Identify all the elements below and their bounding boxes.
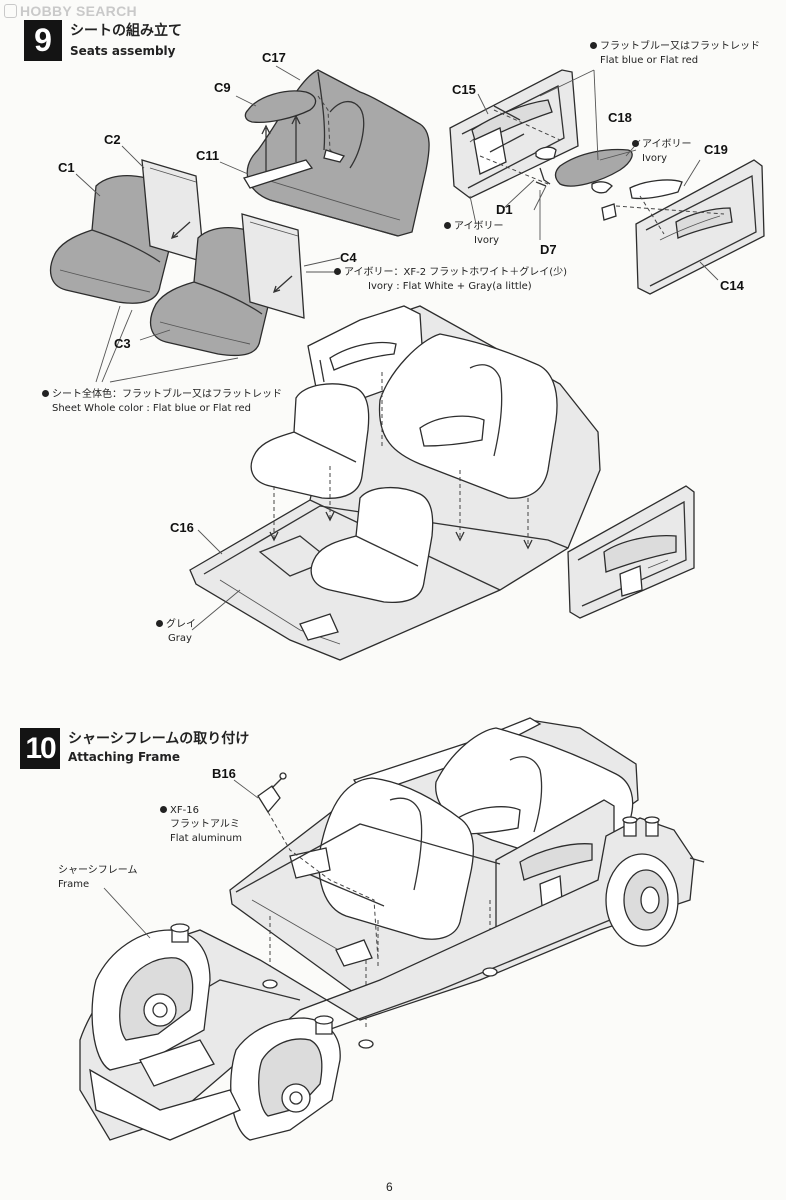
step9-title-jp: シートの組み立て: [70, 23, 182, 39]
page-number: 6: [386, 1180, 393, 1194]
bullet-icon: [334, 268, 341, 275]
part-label-b16: B16: [212, 766, 236, 781]
bullet-icon: [160, 806, 167, 813]
leader-lines-step10: [104, 780, 258, 938]
part-label-c9: C9: [214, 80, 231, 95]
note-ivory-left: アイボリー Ivory: [444, 220, 504, 248]
leader-lines-step9: [76, 66, 340, 382]
part-label-c18: C18: [608, 110, 632, 125]
part-label-c17: C17: [262, 50, 286, 65]
bullet-icon: [42, 390, 49, 397]
note-flat-blue-red: フラットブルー又はフラットレッド Flat blue or Flat red: [590, 40, 760, 68]
step-number-10: 10: [20, 728, 60, 769]
part-label-d1: D1: [496, 202, 513, 217]
part-label-c15: C15: [452, 82, 476, 97]
part-label-d7: D7: [540, 242, 557, 257]
leader-lines-floor: [192, 530, 240, 630]
car-body-assembly: [230, 718, 638, 1030]
note-ivory-right: アイボリー Ivory: [632, 138, 692, 166]
rear-side-panel-right: [568, 486, 694, 618]
armrest-c18: [536, 147, 632, 186]
note-frame: シャーシフレーム Frame: [58, 865, 138, 890]
part-label-c1: C1: [58, 160, 75, 175]
note-flat-aluminum: XF-16 フラットアルミ Flat aluminum: [160, 804, 242, 846]
step-number-9: 9: [24, 20, 62, 61]
bullet-icon: [444, 222, 451, 229]
part-label-c11: C11: [196, 148, 220, 163]
rear-side-panel-c15: [450, 70, 578, 198]
watermark-logo: HOBBY SEARCH: [4, 3, 137, 19]
note-gray: グレイ Gray: [156, 618, 196, 646]
part-label-c2: C2: [104, 132, 121, 147]
part-label-c16: C16: [170, 520, 194, 535]
step9-title-en: Seats assembly: [70, 44, 176, 58]
note-seat-whole-color: シート全体色：フラットブルー又はフラットレッド Sheet Whole colo…: [42, 388, 282, 416]
part-label-c14: C14: [720, 278, 744, 293]
bullet-icon: [590, 42, 597, 49]
part-label-c4: C4: [340, 250, 357, 265]
note-ivory-mix: アイボリー：XF-2 フラットホワイト＋グレイ(少) Ivory : Flat …: [334, 266, 567, 294]
leader-lines-step9-right: [470, 70, 718, 280]
part-label-c19: C19: [704, 142, 728, 157]
floor-pan-c16: [190, 306, 600, 660]
chassis-frame: [80, 817, 704, 1140]
seat-back-panel-c4: [242, 214, 304, 318]
lock-icon: [4, 4, 17, 18]
part-label-c3: C3: [114, 336, 131, 351]
bullet-icon: [632, 140, 639, 147]
step10-title-en: Attaching Frame: [68, 750, 181, 764]
step10-title-jp: シャーシフレームの取り付け: [68, 731, 250, 747]
armrest-c9: [244, 91, 344, 188]
seat-back-panel-c2: [142, 160, 204, 262]
rear-side-panel-c14: [592, 160, 764, 294]
bullet-icon: [156, 620, 163, 627]
